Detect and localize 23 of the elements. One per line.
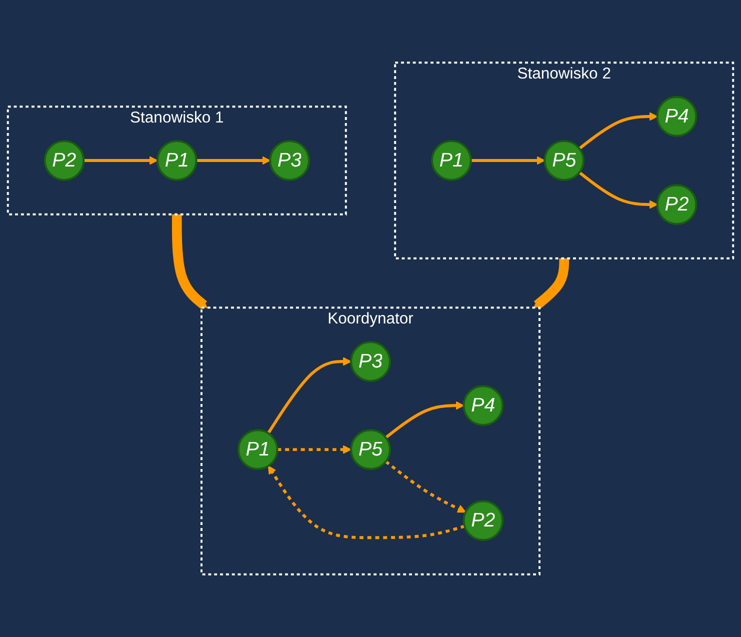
arrow	[84, 156, 158, 165]
node-circle: P2	[462, 500, 504, 541]
node-circle: P1	[156, 140, 198, 181]
arrow	[384, 460, 466, 513]
node-circle: P2	[44, 140, 85, 181]
node-circle: P3	[350, 341, 391, 382]
arrow	[470, 156, 546, 165]
arrow	[196, 156, 271, 165]
node-circle: P1	[237, 429, 278, 470]
arrow	[578, 112, 658, 150]
arrow	[172, 214, 208, 309]
node-circle: P1	[431, 140, 472, 181]
node-circle: P4	[462, 385, 504, 426]
node-circle: P3	[269, 140, 310, 181]
node-circle: P5	[350, 429, 391, 470]
arrow	[578, 171, 658, 209]
node-circle: P5	[544, 140, 585, 181]
node-circle: P2	[656, 184, 698, 225]
arrow	[267, 357, 352, 434]
node-circle: P4	[656, 96, 698, 137]
arrow	[268, 466, 466, 540]
arrow	[277, 445, 352, 454]
arrow	[384, 401, 464, 439]
